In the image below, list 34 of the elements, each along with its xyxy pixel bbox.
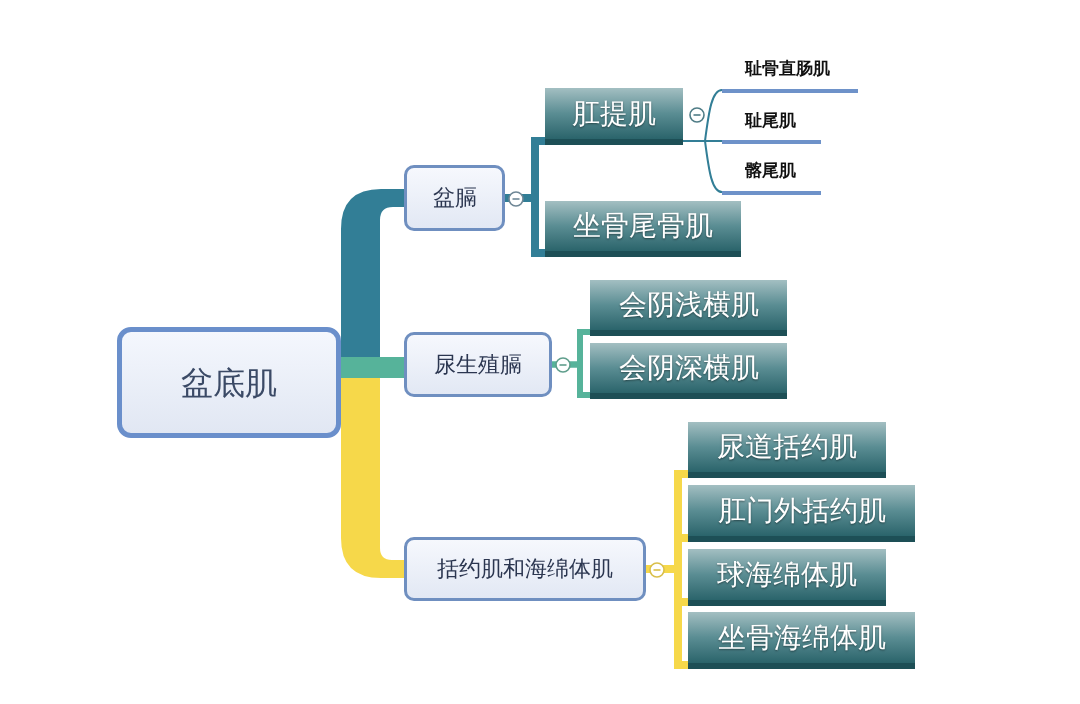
topic-label: 耻骨直肠肌 bbox=[745, 60, 830, 77]
root-topic-box bbox=[117, 327, 341, 438]
topic-label: 坐骨海绵体肌 bbox=[717, 623, 886, 652]
topic-label: 会阴深横肌 bbox=[618, 354, 759, 382]
subtopic-box bbox=[545, 88, 683, 145]
subtopic-box bbox=[545, 201, 741, 257]
topic-label: 髂尾肌 bbox=[745, 162, 796, 179]
subtopic-box bbox=[688, 485, 915, 542]
subtopic-box bbox=[688, 612, 915, 669]
topic-label: 盆膈 bbox=[432, 187, 477, 209]
topic-label: 坐骨尾骨肌 bbox=[573, 212, 713, 240]
branch-connector bbox=[552, 361, 590, 398]
topic-box bbox=[404, 165, 505, 231]
topic-box bbox=[404, 537, 646, 601]
topic-label: 耻尾肌 bbox=[745, 112, 796, 129]
underlined-topic bbox=[722, 110, 821, 144]
subtopic-box bbox=[688, 549, 886, 606]
topic-label: 会阴浅横肌 bbox=[618, 291, 759, 319]
subtopic-box bbox=[590, 280, 787, 336]
underlined-topic bbox=[722, 160, 821, 195]
subtopic-box bbox=[688, 422, 886, 478]
topic-label: 肛提肌 bbox=[572, 99, 656, 128]
topic-box bbox=[404, 332, 552, 397]
branch-connector bbox=[341, 378, 404, 578]
topic-label: 尿道括约肌 bbox=[717, 433, 857, 461]
topic-label: 球海绵体肌 bbox=[717, 560, 857, 589]
topic-label: 盆底肌 bbox=[181, 366, 277, 399]
subtopic-box bbox=[590, 343, 787, 399]
underlined-topic bbox=[722, 58, 858, 93]
branch-connector bbox=[341, 357, 404, 378]
topic-label: 括约肌和海绵体肌 bbox=[437, 558, 613, 580]
topic-label: 尿生殖膈 bbox=[434, 353, 522, 376]
topic-label: 肛门外括约肌 bbox=[717, 496, 886, 525]
branch-connector bbox=[341, 189, 404, 357]
